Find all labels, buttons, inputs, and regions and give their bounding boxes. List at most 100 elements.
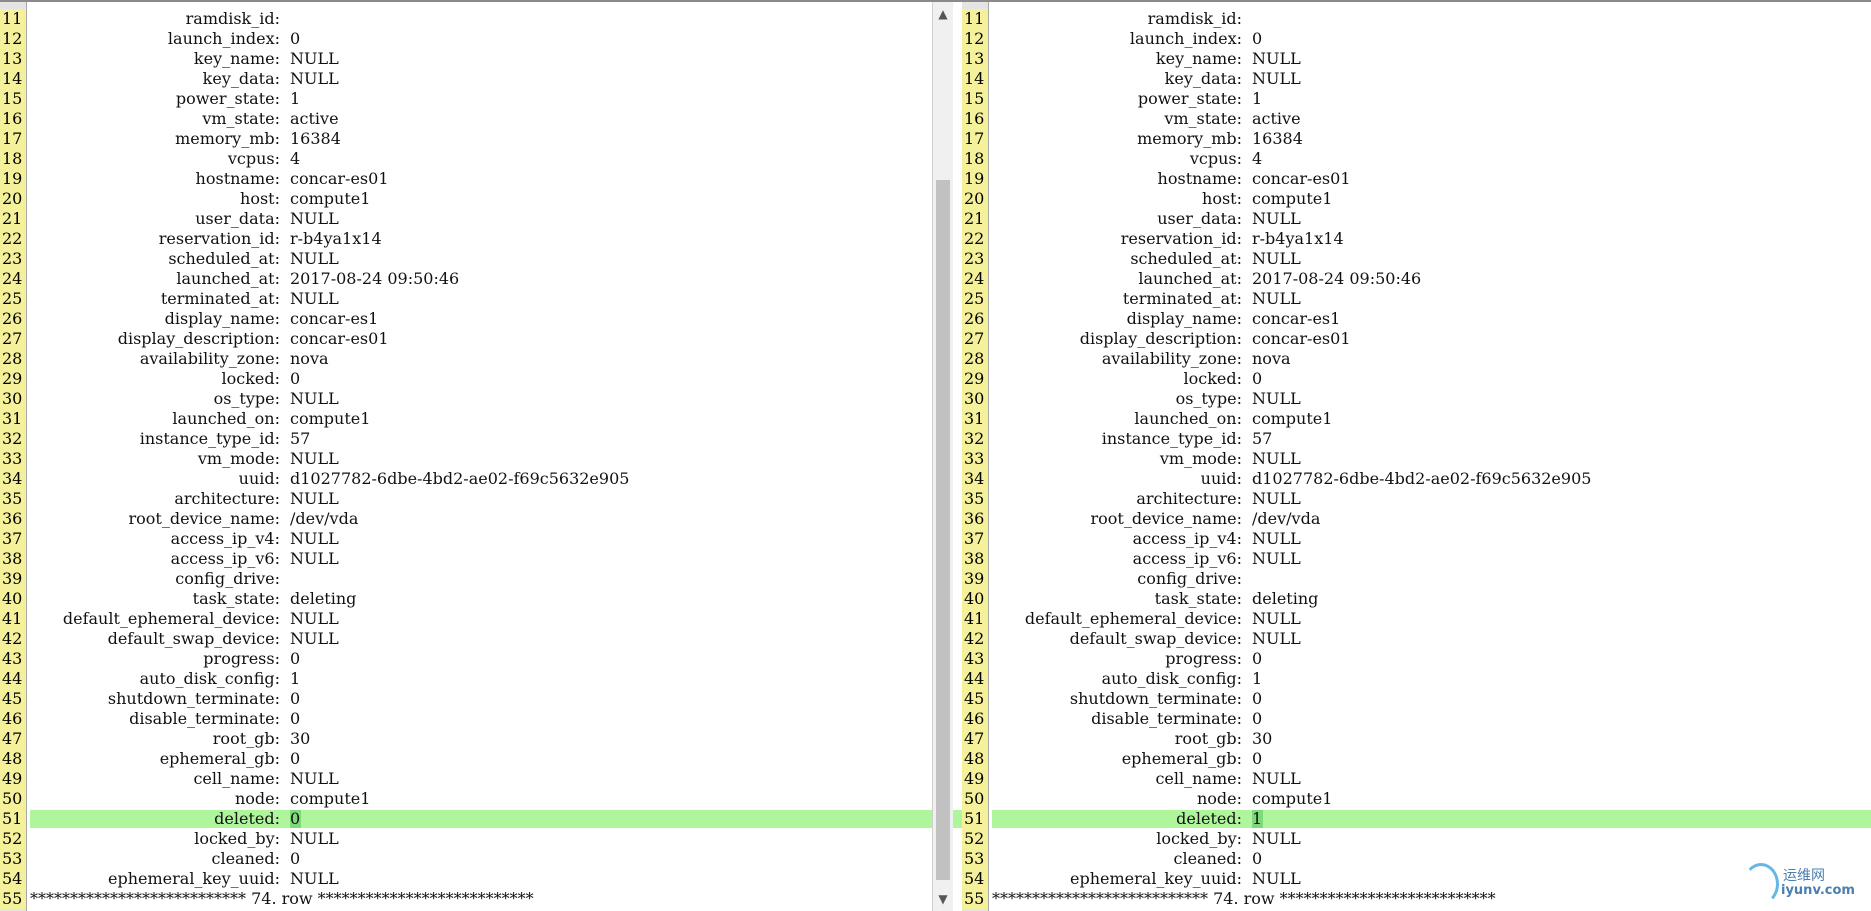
field-value: 0: [1252, 649, 1263, 668]
vertical-scrollbar[interactable]: ▲ ▼: [932, 2, 953, 911]
scroll-up-arrow-icon[interactable]: ▲: [938, 7, 948, 21]
field-name: instance_type_id:: [1101, 429, 1242, 448]
row-separator-line[interactable]: 55*************************** 74. row **…: [0, 889, 962, 909]
row-separator-line[interactable]: 55*************************** 74. row **…: [962, 889, 1871, 909]
scrollbar-thumb[interactable]: [936, 180, 950, 880]
scroll-down-arrow-icon[interactable]: ▼: [938, 892, 948, 906]
